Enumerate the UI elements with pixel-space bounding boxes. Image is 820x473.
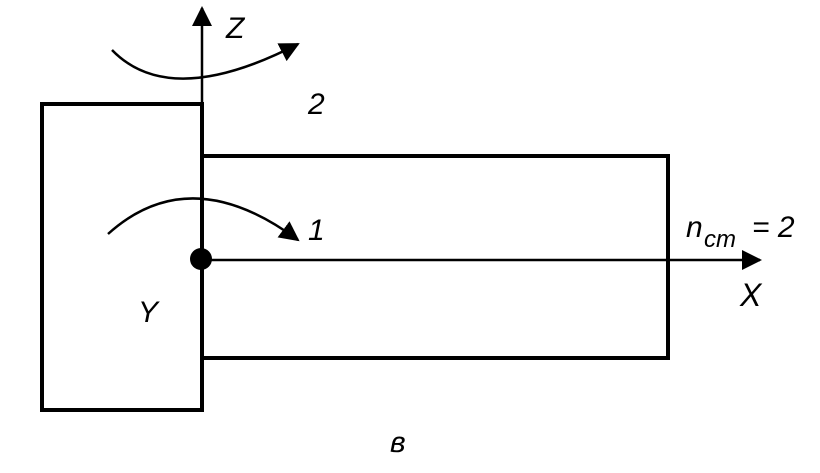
rotation-arrow-1 xyxy=(107,197,300,242)
rotation-label-1: 1 xyxy=(308,214,325,247)
chuck-block xyxy=(40,102,204,412)
rotation-label-2: 2 xyxy=(307,88,325,121)
x-axis-label: X xyxy=(739,277,763,313)
z-axis-label: Z xyxy=(225,12,246,45)
y-axis-label: Y xyxy=(138,296,160,329)
rotation-arrow-2 xyxy=(111,42,300,80)
workpiece-body xyxy=(202,154,670,360)
n-cm-formula: n cm = 2 xyxy=(686,211,795,253)
figure-caption: в xyxy=(390,426,406,459)
n-symbol: n xyxy=(686,211,703,244)
n-subscript: cm xyxy=(704,226,736,253)
origin-point xyxy=(190,248,212,270)
n-value: = 2 xyxy=(752,211,795,244)
